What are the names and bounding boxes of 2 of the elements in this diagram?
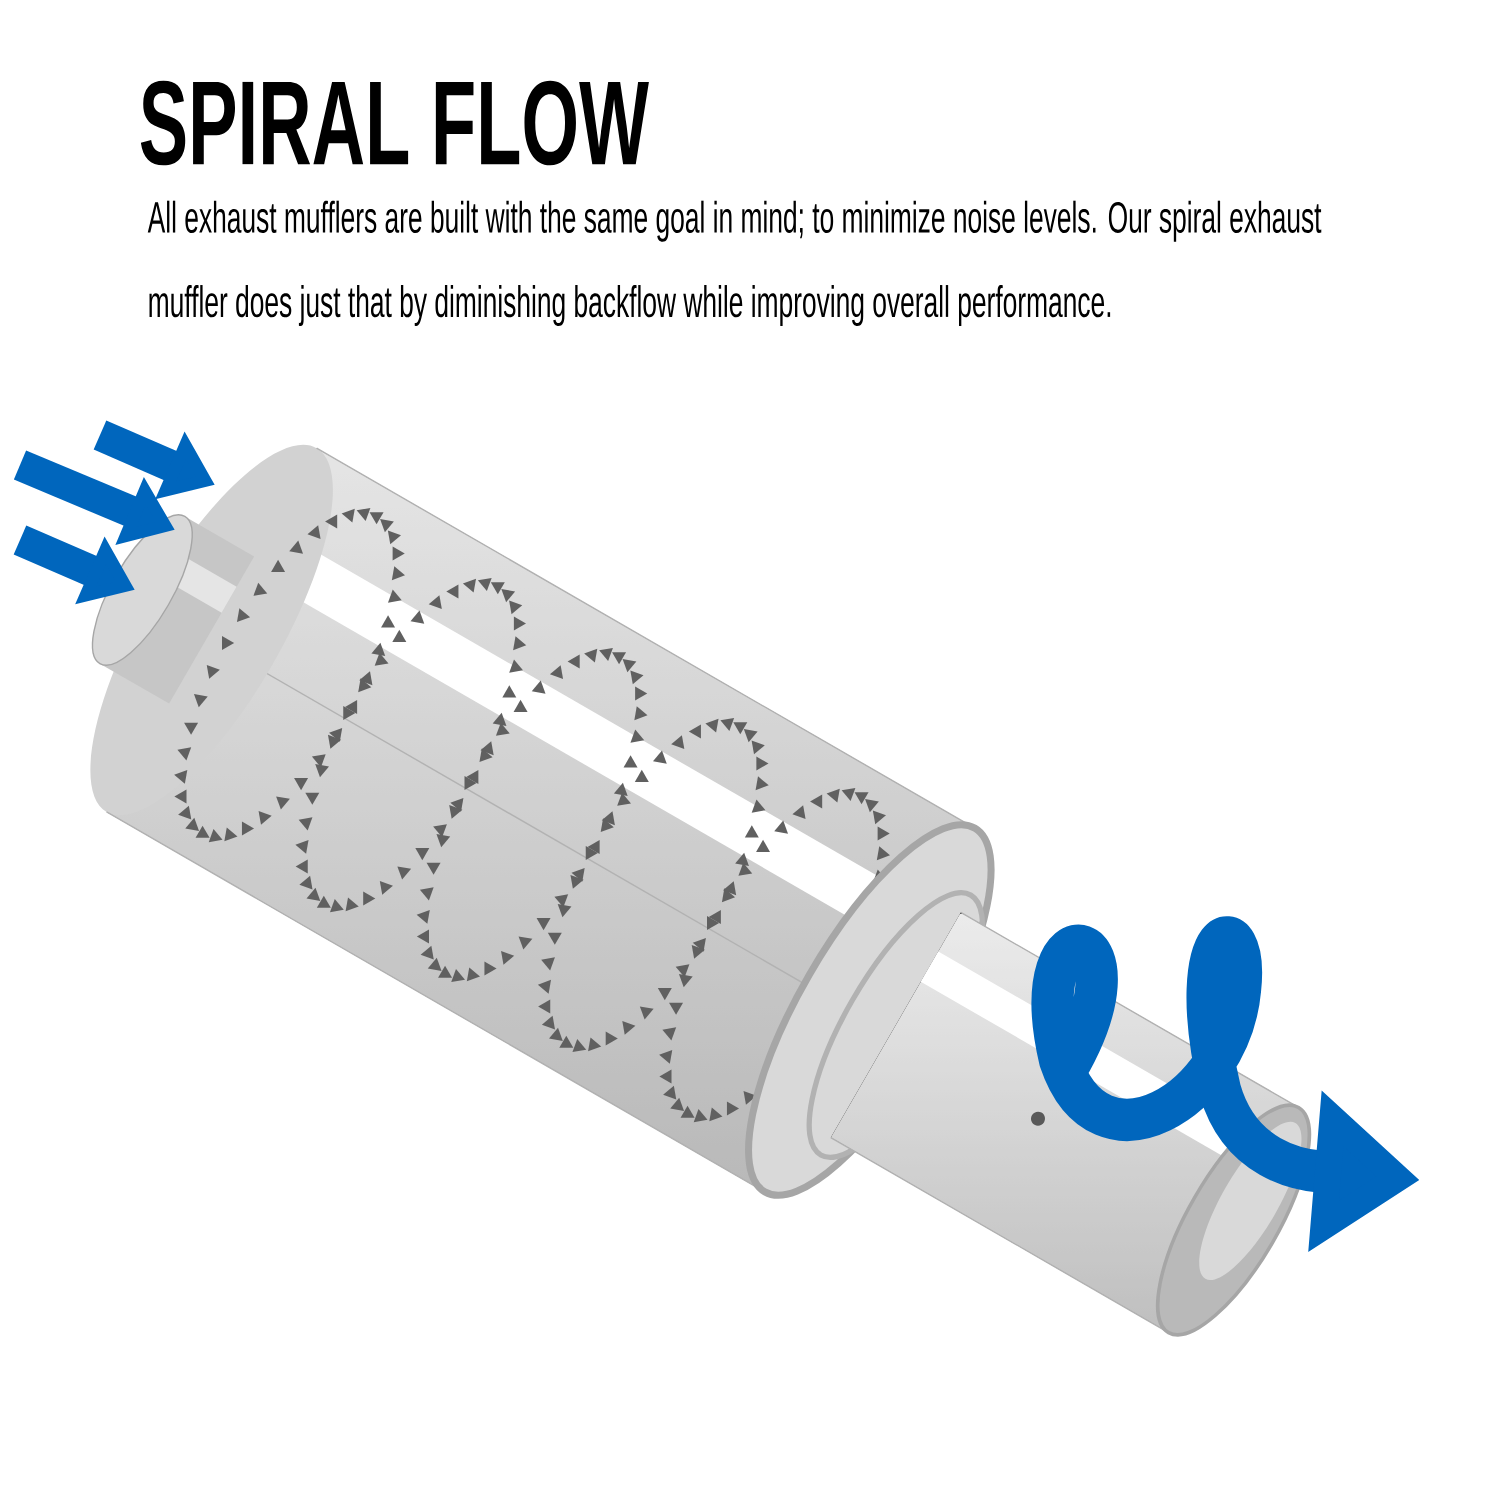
title: SPIRAL FLOW <box>140 80 649 166</box>
caption-text: All exhaust mufflers are built with the same goal in mind; to minimize noise levels. Our spiral exhaust muffler does just that by diminishing backflow while improving overall performance. <box>147 200 1322 326</box>
